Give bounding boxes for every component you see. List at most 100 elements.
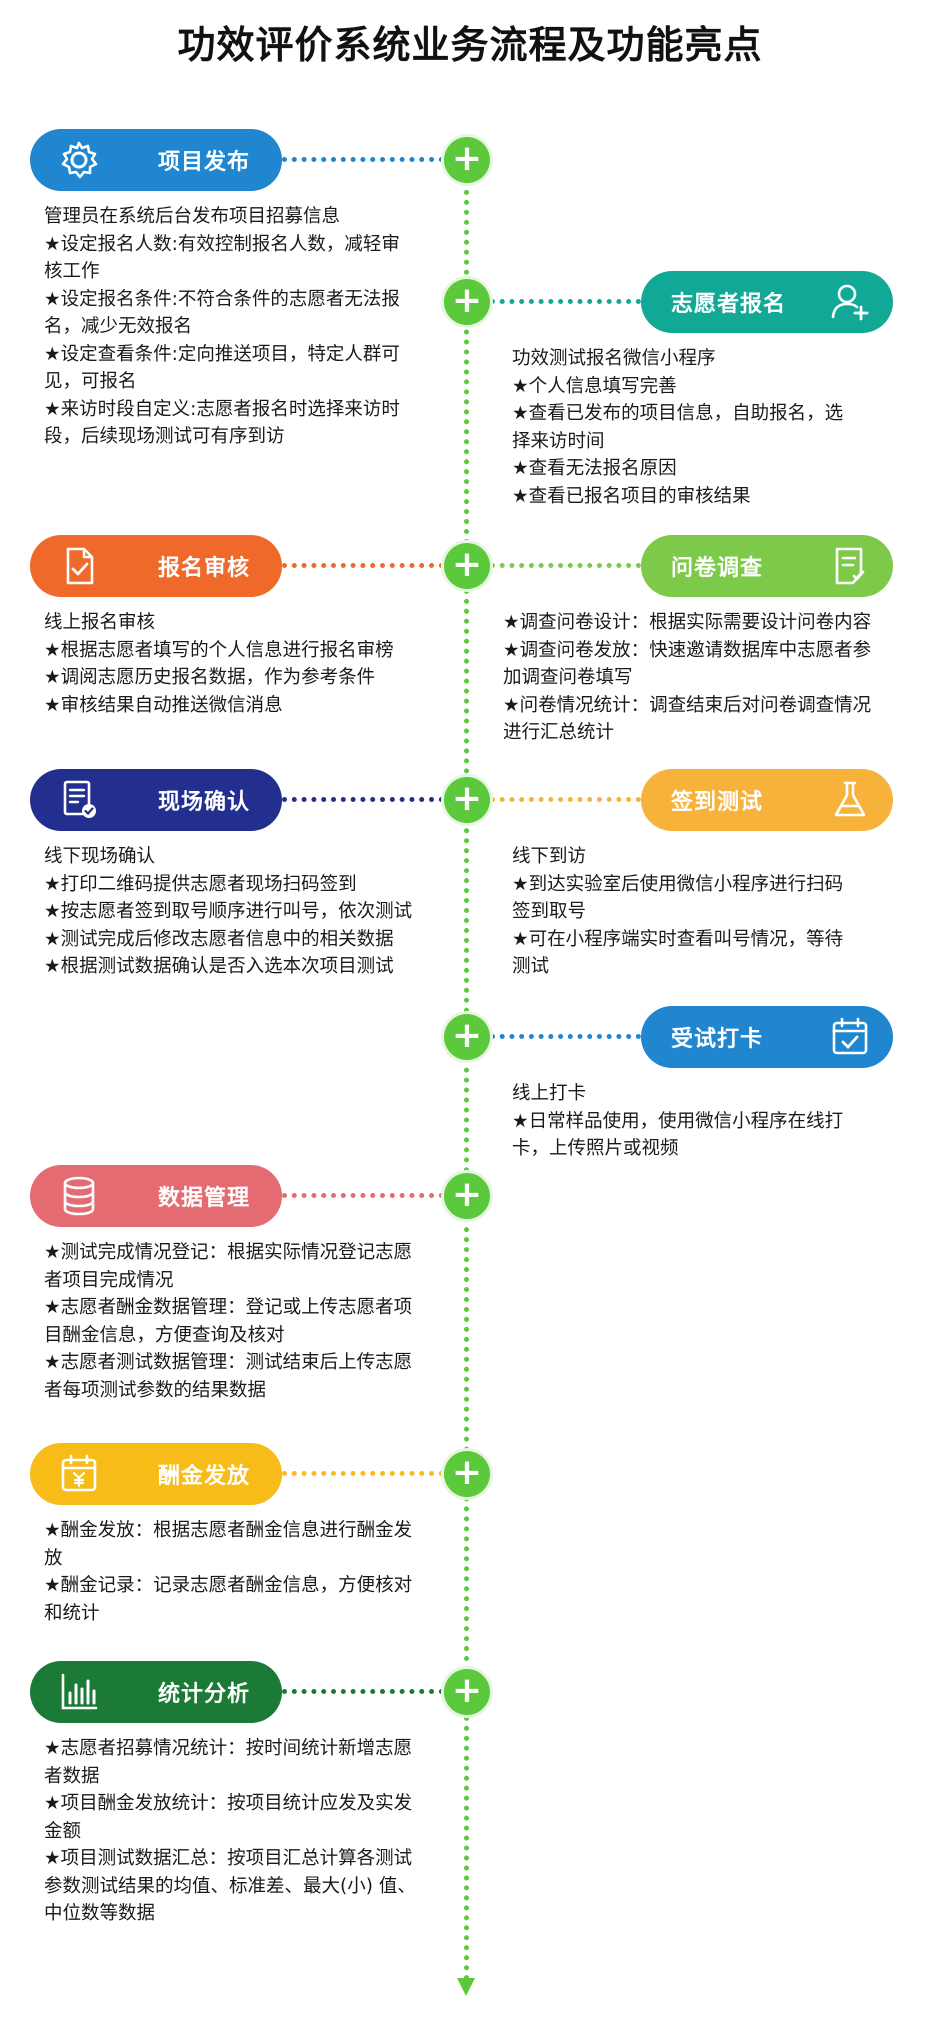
step-pill-checkin: 签到测试 bbox=[641, 769, 893, 831]
timeline-arrow-icon bbox=[457, 1978, 475, 1996]
step-label: 受试打卡 bbox=[671, 1027, 764, 1052]
step-label: 项目发布 bbox=[158, 150, 251, 175]
step-label: 现场确认 bbox=[158, 790, 251, 815]
step-pill-clockin: 受试打卡 bbox=[641, 1006, 893, 1068]
description-line: 线下现场确认 bbox=[44, 846, 156, 867]
description-line: 者项目完成情况 bbox=[44, 1269, 174, 1291]
description-line: ★根据志愿者填写的个人信息进行报名审榜 bbox=[44, 639, 394, 661]
description-line: 进行汇总统计 bbox=[503, 722, 615, 743]
description-line: 者每项测试参数的结果数据 bbox=[44, 1379, 267, 1401]
description-line: ★查看无法报名原因 bbox=[512, 458, 677, 479]
description-line: ★查看已报名项目的审核结果 bbox=[512, 485, 751, 507]
connector-1 bbox=[282, 157, 444, 162]
timeline-node-5: + bbox=[444, 1014, 490, 1060]
timeline-node-6: + bbox=[444, 1173, 490, 1219]
step-label: 报名审核 bbox=[158, 556, 251, 581]
step-description-signup: 功效测试报名微信小程序 ★个人信息填写完善 ★查看已发布的项目信息，自助报名，选… bbox=[512, 345, 843, 510]
description-line: ★设定查看条件:定向推送项目，特定人群可 bbox=[44, 343, 400, 365]
step-description-onsite: 线下现场确认 ★打印二维码提供志愿者现场扫码签到 ★按志愿者签到取号顺序进行叫号… bbox=[44, 843, 412, 981]
description-line: 线上打卡 bbox=[512, 1083, 587, 1104]
description-line: ★审核结果自动推送微信消息 bbox=[44, 694, 283, 716]
description-line: ★设定报名人数:有效控制报名人数，减轻审 bbox=[44, 233, 400, 255]
description-line: 目酬金信息，方便查询及核对 bbox=[44, 1324, 285, 1346]
step-description-data: ★测试完成情况登记：根据实际情况登记志愿 者项目完成情况 ★志愿者酬金数据管理：… bbox=[44, 1239, 412, 1404]
description-line: ★个人信息填写完善 bbox=[512, 375, 677, 397]
description-line: ★志愿者酬金数据管理：登记或上传志愿者项 bbox=[44, 1297, 413, 1318]
gear-icon bbox=[61, 141, 98, 179]
step-pill-statistics: 统计分析 bbox=[30, 1661, 282, 1723]
description-line: ★日常样品使用，使用微信小程序在线打 bbox=[512, 1110, 844, 1132]
step-pill-signup: 志愿者报名 bbox=[641, 271, 893, 333]
description-line: ★设定报名条件:不符合条件的志愿者无法报 bbox=[44, 288, 400, 310]
timeline-line bbox=[464, 160, 469, 1982]
description-line: ★根据测试数据确认是否入选本次项目测试 bbox=[44, 956, 394, 977]
description-line: ★志愿者测试数据管理：测试结束后上传志愿 bbox=[44, 1352, 413, 1373]
step-description-review: 线上报名审核 ★根据志愿者填写的个人信息进行报名审榜 ★调阅志愿历史报名数据，作… bbox=[44, 609, 394, 719]
timeline-node-2: + bbox=[444, 279, 490, 325]
description-line: 功效测试报名微信小程序 bbox=[512, 348, 716, 369]
calendar-check-icon bbox=[832, 1017, 868, 1055]
description-line: 名，减少无效报名 bbox=[44, 316, 193, 337]
description-line: ★问卷情况统计：调查结束后对问卷调查情况 bbox=[503, 694, 872, 716]
step-pill-review: 报名审核 bbox=[30, 535, 282, 597]
description-line: ★打印二维码提供志愿者现场扫码签到 bbox=[44, 873, 357, 895]
connector-2 bbox=[490, 299, 641, 304]
connector-8 bbox=[282, 1193, 444, 1198]
description-line: ★酬金发放：根据志愿者酬金信息进行酬金发 bbox=[44, 1520, 413, 1541]
timeline-node-4: + bbox=[444, 777, 490, 823]
step-pill-onsite: 现场确认 bbox=[30, 769, 282, 831]
money-calendar-icon bbox=[61, 1454, 97, 1492]
description-line: ★酬金记录：记录志愿者酬金信息，方便核对 bbox=[44, 1575, 413, 1596]
connector-9 bbox=[282, 1471, 444, 1476]
step-description-clockin: 线上打卡 ★日常样品使用，使用微信小程序在线打 卡，上传照片或视频 bbox=[512, 1080, 843, 1163]
description-line: 参数测试结果的均值、标准差、最大(小) 值、 bbox=[44, 1875, 416, 1897]
description-line: 核工作 bbox=[44, 261, 100, 282]
timeline-node-8: + bbox=[444, 1669, 490, 1715]
step-label: 签到测试 bbox=[671, 790, 764, 815]
step-description-statistics: ★志愿者招募情况统计：按时间统计新增志愿 者数据 ★项目酬金发放统计：按项目统计… bbox=[44, 1735, 416, 1928]
description-line: 择来访时间 bbox=[512, 430, 605, 452]
description-line: 测试 bbox=[512, 956, 550, 977]
step-label: 统计分析 bbox=[158, 1682, 251, 1707]
description-line: ★到达实验室后使用微信小程序进行扫码 bbox=[512, 873, 844, 895]
description-line: ★测试完成后修改志愿者信息中的相关数据 bbox=[44, 928, 394, 950]
description-line: 和统计 bbox=[44, 1602, 100, 1624]
description-line: 线上报名审核 bbox=[44, 612, 156, 633]
description-line: ★按志愿者签到取号顺序进行叫号，依次测试 bbox=[44, 901, 413, 922]
description-line: 放 bbox=[44, 1547, 63, 1569]
step-label: 酬金发放 bbox=[158, 1464, 251, 1489]
step-label: 数据管理 bbox=[158, 1186, 251, 1211]
description-line: ★来访时段自定义:志愿者报名时选择来访时 bbox=[44, 398, 400, 420]
flask-icon bbox=[834, 781, 866, 817]
step-label: 问卷调查 bbox=[671, 556, 764, 581]
description-line: 管理员在系统后台发布项目招募信息 bbox=[44, 206, 341, 227]
step-pill-data: 数据管理 bbox=[30, 1165, 282, 1227]
description-line: 见，可报名 bbox=[44, 371, 137, 392]
description-line: 中位数等数据 bbox=[44, 1903, 156, 1924]
description-line: ★调查问卷设计：根据实际需要设计问卷内容 bbox=[503, 612, 872, 633]
bar-chart-icon bbox=[61, 1673, 98, 1710]
description-line: ★调查问卷发放：快速邀请数据库中志愿者参 bbox=[503, 639, 872, 661]
connector-6 bbox=[490, 797, 641, 802]
step-description-payment: ★酬金发放：根据志愿者酬金信息进行酬金发 放 ★酬金记录：记录志愿者酬金信息，方… bbox=[44, 1517, 412, 1627]
checklist-icon bbox=[63, 780, 96, 818]
timeline-node-1: + bbox=[444, 137, 490, 183]
description-line: ★志愿者招募情况统计：按时间统计新增志愿 bbox=[44, 1738, 413, 1759]
description-line: 线下到访 bbox=[512, 846, 587, 867]
connector-10 bbox=[282, 1689, 444, 1694]
timeline-node-7: + bbox=[444, 1451, 490, 1497]
step-description-questionnaire: ★调查问卷设计：根据实际需要设计问卷内容 ★调查问卷发放：快速邀请数据库中志愿者… bbox=[503, 609, 871, 747]
description-line: ★测试完成情况登记：根据实际情况登记志愿 bbox=[44, 1242, 413, 1263]
step-description-publish: 管理员在系统后台发布项目招募信息 ★设定报名人数:有效控制报名人数，减轻审 核工… bbox=[44, 203, 400, 451]
description-line: ★查看已发布的项目信息，自助报名，选 bbox=[512, 403, 844, 424]
description-line: ★可在小程序端实时查看叫号情况，等待 bbox=[512, 928, 844, 950]
description-line: ★调阅志愿历史报名数据，作为参考条件 bbox=[44, 667, 376, 688]
description-line: ★项目测试数据汇总：按项目汇总计算各测试 bbox=[44, 1848, 413, 1869]
step-label: 志愿者报名 bbox=[671, 292, 787, 317]
description-line: 卡，上传照片或视频 bbox=[512, 1138, 679, 1159]
connector-5 bbox=[282, 797, 444, 802]
description-line: 段，后续现场测试可有序到访 bbox=[44, 426, 285, 447]
page-title: 功效评价系统业务流程及功能亮点 bbox=[177, 23, 763, 67]
step-pill-publish: 项目发布 bbox=[30, 129, 282, 191]
step-pill-payment: 酬金发放 bbox=[30, 1443, 282, 1505]
